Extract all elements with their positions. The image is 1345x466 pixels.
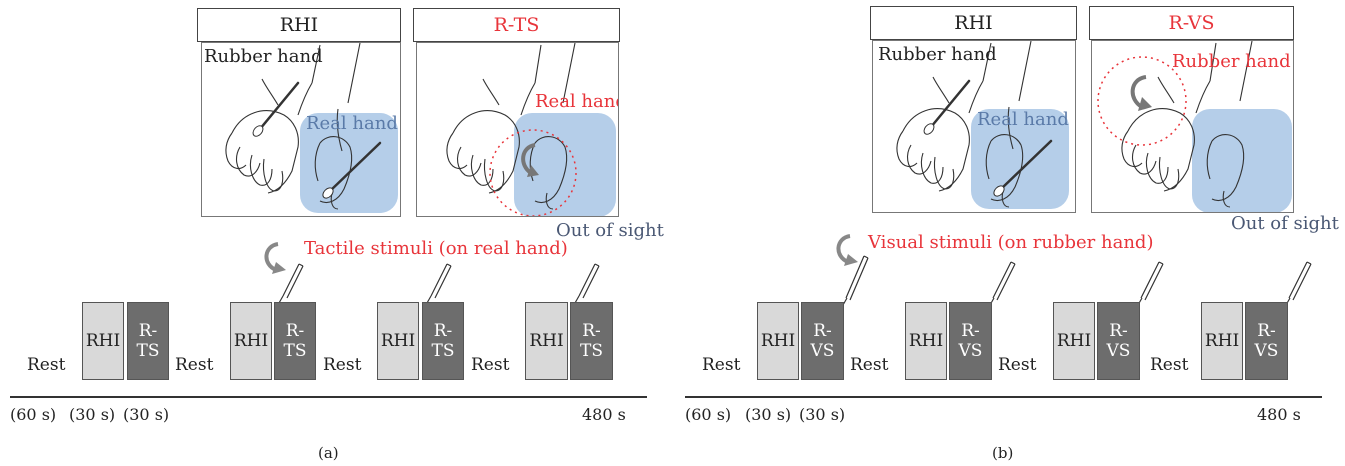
rest-label: Rest — [1150, 355, 1189, 375]
rvs-block: R-VS — [949, 302, 992, 380]
rubber-hand-highlight-label: Rubber hand — [1172, 51, 1291, 72]
panel-a-caption: (a) — [318, 444, 339, 462]
rvs-block: R-VS — [1245, 302, 1288, 380]
duration-rts: (30 s) — [123, 405, 170, 424]
rhi-block: RHI — [377, 302, 419, 380]
panel-b-rvs-frame: Rubber hand — [1091, 40, 1294, 213]
rest-label: Rest — [323, 355, 362, 375]
rhi-block: RHI — [230, 302, 272, 380]
hands-illustration — [446, 43, 577, 216]
timeline-axis — [685, 396, 1322, 398]
rotation-arrow-icon — [836, 234, 858, 266]
rest-label: Rest — [998, 355, 1037, 375]
timeline-axis — [10, 396, 647, 398]
duration-rvs: (30 s) — [799, 405, 846, 424]
rhi-block: RHI — [1201, 302, 1243, 380]
rts-block: R-TS — [274, 302, 316, 380]
panel-b-caption: (b) — [992, 444, 1014, 462]
hands-illustration — [225, 43, 382, 210]
panel-b-header-rhi: RHI — [870, 6, 1077, 40]
rest-label: Rest — [471, 355, 510, 375]
rhi-block: RHI — [525, 302, 568, 380]
duration-rhi: (30 s) — [745, 405, 792, 424]
panel-b-rhi-frame: Rubber hand Real hand — [872, 40, 1076, 213]
real-hand-label: Real hand — [977, 109, 1069, 130]
duration-rhi: (30 s) — [69, 405, 116, 424]
end-time: 480 s — [582, 405, 626, 424]
duration-rest: (60 s) — [10, 405, 57, 424]
visual-stimuli-label: Visual stimuli (on rubber hand) — [868, 232, 1154, 253]
rotation-arrow-icon — [264, 242, 286, 274]
real-hand-highlight-label: Real hand — [535, 91, 619, 112]
panel-a-rhi-frame: Rubber hand Real hand — [201, 42, 401, 217]
rhi-block: RHI — [757, 302, 799, 380]
panel-a-rts-frame: Real hand — [416, 42, 619, 217]
rts-block: R-TS — [570, 302, 613, 380]
duration-rest: (60 s) — [685, 405, 732, 424]
rts-block: R-TS — [422, 302, 464, 380]
panel-a-header-rhi: RHI — [197, 8, 401, 42]
hands-illustration — [1097, 41, 1253, 208]
rhi-block: RHI — [905, 302, 947, 380]
rhi-block: RHI — [82, 302, 124, 380]
rest-label: Rest — [27, 355, 66, 375]
rest-label: Rest — [175, 355, 214, 375]
real-hand-area — [514, 113, 616, 216]
rest-label: Rest — [850, 355, 889, 375]
rhi-block: RHI — [1053, 302, 1095, 380]
rts-block: R-TS — [127, 302, 169, 380]
real-hand-area — [971, 109, 1069, 209]
panel-a-header-rts: R-TS — [413, 8, 620, 42]
rvs-block: R-VS — [801, 302, 844, 380]
end-time: 480 s — [1257, 405, 1301, 424]
hands-illustration — [896, 41, 1053, 208]
out-of-sight-label: Out of sight — [1231, 213, 1339, 234]
real-hand-area — [300, 113, 398, 213]
rubber-hand-label: Rubber hand — [878, 44, 997, 65]
rvs-block: R-VS — [1097, 302, 1140, 380]
out-of-sight-label: Out of sight — [556, 220, 664, 241]
rest-label: Rest — [702, 355, 741, 375]
panel-b-header-rvs: R-VS — [1089, 6, 1294, 40]
rubber-hand-label: Rubber hand — [204, 46, 323, 67]
tactile-stimuli-label: Tactile stimuli (on real hand) — [304, 238, 568, 259]
real-hand-label: Real hand — [306, 113, 398, 134]
real-hand-area — [1192, 109, 1292, 212]
